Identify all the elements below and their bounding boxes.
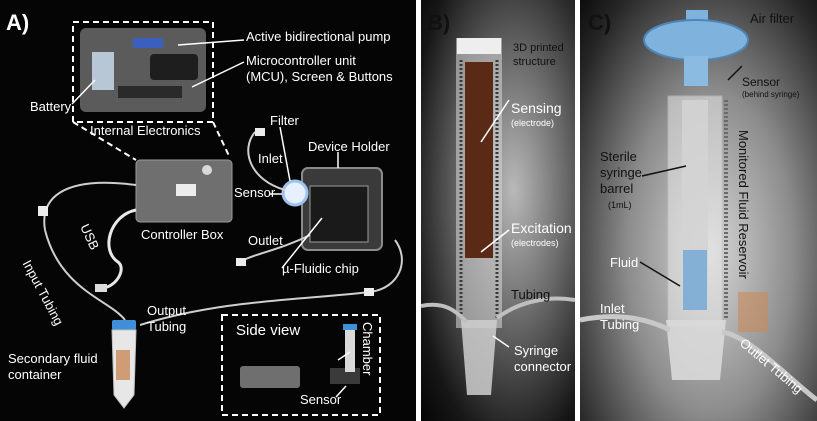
- printed-top-photo: [457, 38, 501, 54]
- zoom-line-left: [72, 121, 137, 161]
- output-tubing-line: [139, 239, 403, 326]
- outlet-label: Outlet: [248, 233, 283, 248]
- excitation-label: Excitation: [511, 220, 572, 236]
- panel-b-label: B): [427, 10, 451, 35]
- sensor-label: Sensor: [234, 185, 276, 200]
- air-filter-neck: [684, 56, 708, 86]
- side-chamber-photo: [345, 328, 355, 372]
- sterile-line1: Sterile: [600, 149, 637, 164]
- fluid-label: Fluid: [610, 255, 639, 270]
- side-controller-photo: [240, 366, 300, 388]
- secondary-container-line2: container: [8, 367, 62, 382]
- active-pump-label: Active bidirectional pump: [246, 29, 391, 44]
- panel-a-graphics: [38, 21, 403, 416]
- mcu-board-photo: [118, 86, 182, 98]
- sterile-sub-label: (1mL): [608, 200, 632, 210]
- inlet-tubing-photo: [580, 314, 672, 333]
- internal-electronics-frame: [72, 21, 214, 123]
- panel-a-label: A): [6, 10, 30, 35]
- battery-photo: [92, 52, 114, 90]
- callout-arrows: [71, 39, 351, 398]
- inlet-tubing-line1: Inlet: [600, 301, 625, 316]
- fluid-photo: [683, 250, 707, 310]
- sterile-line3: barrel: [600, 181, 634, 196]
- usb-cable: [103, 208, 137, 290]
- tubing-connector-1: [38, 206, 48, 216]
- output-tubing-line2: Tubing: [147, 319, 187, 334]
- pump-photo: [150, 54, 198, 80]
- panel-c-label: C): [588, 10, 612, 35]
- inlet-tubing-line2: Tubing: [600, 317, 640, 332]
- sensing-sub-label: (electrode): [511, 118, 555, 128]
- syringe-connector-photo: [461, 320, 497, 395]
- callout-arrows-c: [639, 65, 743, 287]
- filter-photo: [281, 179, 309, 207]
- printed-structure-line1: 3D printed: [513, 42, 564, 54]
- side-view-label: Side view: [236, 322, 301, 339]
- screen-photo: [133, 38, 163, 48]
- secondary-container-line1: Secondary fluid: [8, 351, 98, 366]
- sensing-electrode-photo: [465, 62, 493, 258]
- tubing-left: [421, 302, 469, 324]
- chip-label: µ-Fluidic chip: [282, 261, 359, 276]
- input-tubing-line-2: [44, 229, 126, 321]
- usb-plug: [95, 284, 107, 292]
- controller-box-label: Controller Box: [141, 227, 224, 242]
- outlet-tubing-photo: [721, 329, 817, 403]
- side-chamber-cap: [343, 324, 357, 330]
- side-view-frame: [221, 314, 381, 416]
- tubing-connector-2: [255, 128, 265, 136]
- tubing-connector-4: [364, 288, 374, 296]
- container-cap: [112, 320, 136, 330]
- cable-photo: [738, 292, 768, 332]
- output-tubing-line1: Output: [147, 303, 187, 318]
- side-sensor-label: Sensor: [300, 392, 342, 407]
- chip-slot-photo: [309, 185, 369, 243]
- tubing-connector-3: [236, 258, 246, 266]
- mcu-label-line1: Microcontroller unit: [246, 53, 356, 68]
- panel-b: B) 3D printed structure Sensing (electro…: [421, 0, 575, 421]
- controller-button-photo: [202, 165, 212, 175]
- air-filter-label: Air filter: [750, 11, 795, 26]
- printed-structure-line2: structure: [513, 56, 556, 68]
- air-filter-disc: [643, 19, 749, 61]
- syringe-connector-line2: connector: [514, 359, 572, 374]
- sensing-label: Sensing: [511, 100, 562, 116]
- controller-screen-photo: [176, 184, 196, 196]
- chamber-label: Chamber: [360, 322, 375, 376]
- inlet-tube: [247, 131, 286, 191]
- air-filter-stem: [686, 10, 708, 22]
- panel-c: C) Air filter Sensor (behind syringe) St…: [580, 0, 817, 421]
- tubing-label: Tubing: [511, 287, 551, 302]
- panel-c-graphics: [580, 10, 817, 403]
- mcu-label-line2: (MCU), Screen & Buttons: [246, 69, 393, 84]
- filter-label: Filter: [270, 113, 299, 128]
- tubing-right: [495, 296, 575, 320]
- internal-electronics-label: Internal Electronics: [90, 123, 201, 138]
- panel-a: A) Active bidirectional pump Microcontro…: [0, 0, 416, 421]
- syringe-connector-line1: Syringe: [514, 343, 559, 358]
- inlet-label: Inlet: [258, 151, 283, 166]
- sensor-sub-label-c: (behind syringe): [742, 90, 800, 99]
- reservoir-label: Monitored Fluid Reservoir: [736, 130, 751, 279]
- callout-arrows-b: [480, 99, 510, 348]
- base-connector-photo: [666, 320, 726, 380]
- container-fluid: [116, 350, 130, 380]
- zoom-line-right: [212, 121, 231, 159]
- battery-label: Battery: [30, 99, 72, 114]
- sensor-label-c: Sensor: [742, 75, 781, 89]
- device-holder-label: Device Holder: [308, 139, 390, 154]
- sterile-line2: syringe: [600, 165, 642, 180]
- excitation-sub-label: (electrodes): [511, 238, 559, 248]
- panel-b-graphics: [421, 38, 575, 395]
- input-tubing-line: [43, 181, 137, 231]
